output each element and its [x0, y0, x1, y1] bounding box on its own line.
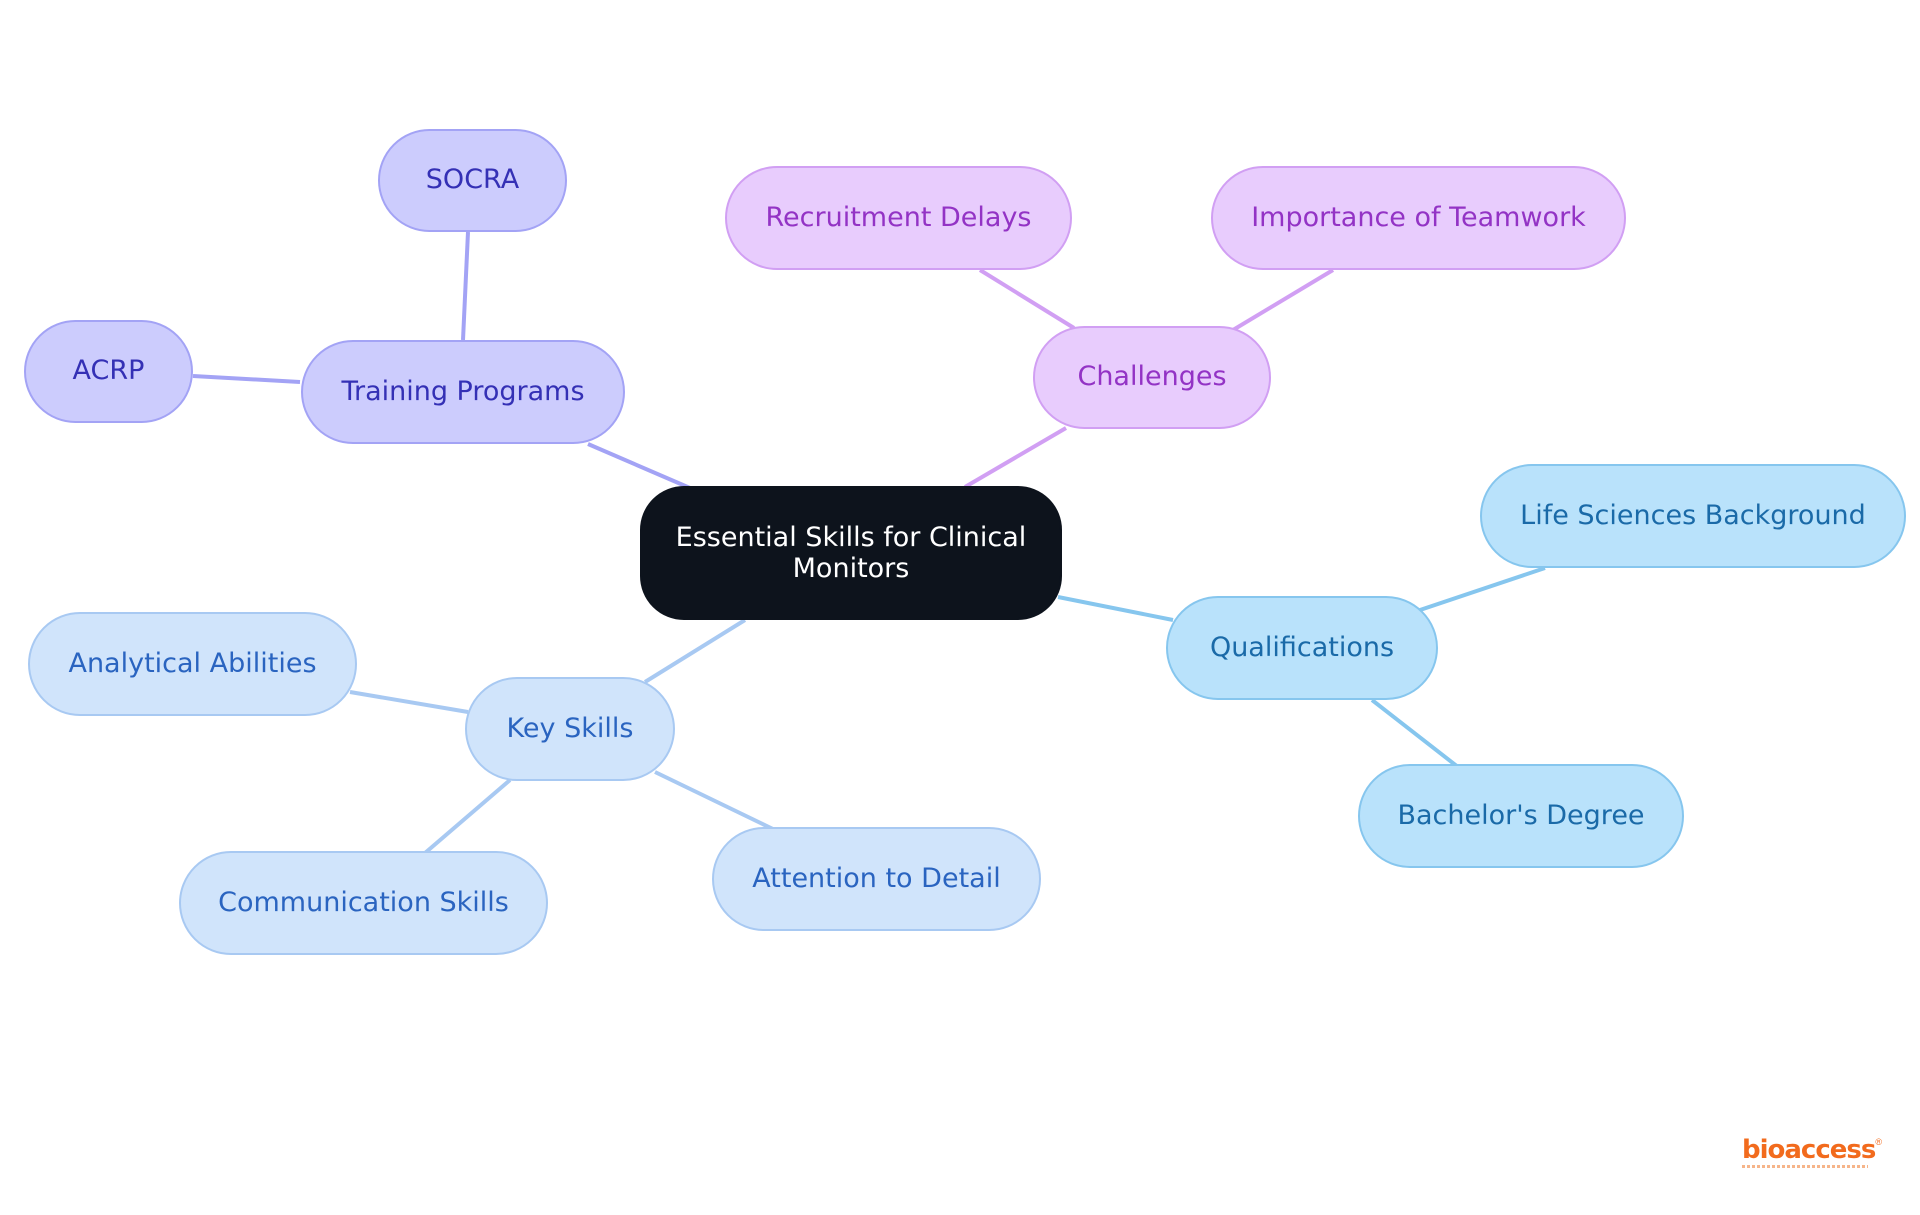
analytical-abilities-label: Analytical Abilities [68, 647, 317, 679]
edge-qualifications-bachelors [1370, 698, 1460, 769]
edge-training-socra [461, 231, 470, 341]
logo-wordmark: bioaccess [1742, 1135, 1876, 1165]
root-node: Essential Skills for Clinical Monitors [640, 486, 1062, 620]
bioaccess-logo: bioaccess® [1742, 1137, 1882, 1173]
importance-of-teamwork-label: Importance of Teamwork [1251, 201, 1586, 233]
socra-label: SOCRA [425, 164, 520, 196]
root-label: Essential Skills for Clinical Monitors [675, 522, 1027, 584]
socra-node: SOCRA [378, 129, 567, 232]
logo-tagline-graphic [1742, 1165, 1868, 1168]
attention-to-detail-label: Attention to Detail [752, 862, 1001, 894]
acrp-node: ACRP [24, 320, 193, 423]
qualifications-label: Qualifications [1209, 631, 1395, 663]
logo-registered-mark: ® [1875, 1137, 1882, 1147]
training-programs-label: Training Programs [341, 375, 585, 407]
recruitment-delays-node: Recruitment Delays [725, 166, 1072, 270]
training-programs-node: Training Programs [301, 340, 625, 444]
communication-skills-label: Communication Skills [218, 886, 509, 918]
edge-keyskills-analytical [349, 690, 469, 714]
edge-qualifications-lifesciences [1419, 566, 1546, 612]
key-skills-label: Key Skills [506, 712, 634, 744]
edge-root-keyskills [643, 618, 747, 684]
attention-to-detail-node: Attention to Detail [712, 827, 1041, 931]
acrp-label: ACRP [72, 355, 145, 387]
key-skills-node: Key Skills [465, 677, 675, 781]
edge-root-qualifications [1057, 595, 1174, 622]
edge-root-challenges [963, 426, 1068, 489]
communication-skills-node: Communication Skills [179, 851, 548, 955]
edge-challenges-recruitment [978, 268, 1076, 330]
qualifications-node: Qualifications [1166, 596, 1438, 700]
life-sciences-background-node: Life Sciences Background [1480, 464, 1906, 568]
edge-keyskills-attention [654, 770, 776, 832]
edge-training-acrp [192, 374, 301, 384]
bachelors-degree-node: Bachelor's Degree [1358, 764, 1684, 868]
edge-root-training [587, 442, 691, 490]
analytical-abilities-node: Analytical Abilities [28, 612, 357, 716]
importance-of-teamwork-node: Importance of Teamwork [1211, 166, 1626, 270]
edge-challenges-teamwork [1231, 268, 1335, 332]
life-sciences-background-label: Life Sciences Background [1520, 499, 1866, 531]
challenges-node: Challenges [1033, 326, 1271, 429]
recruitment-delays-label: Recruitment Delays [765, 201, 1032, 233]
challenges-label: Challenges [1077, 361, 1227, 393]
bachelors-degree-label: Bachelor's Degree [1397, 799, 1645, 831]
edge-keyskills-communication [423, 778, 512, 855]
